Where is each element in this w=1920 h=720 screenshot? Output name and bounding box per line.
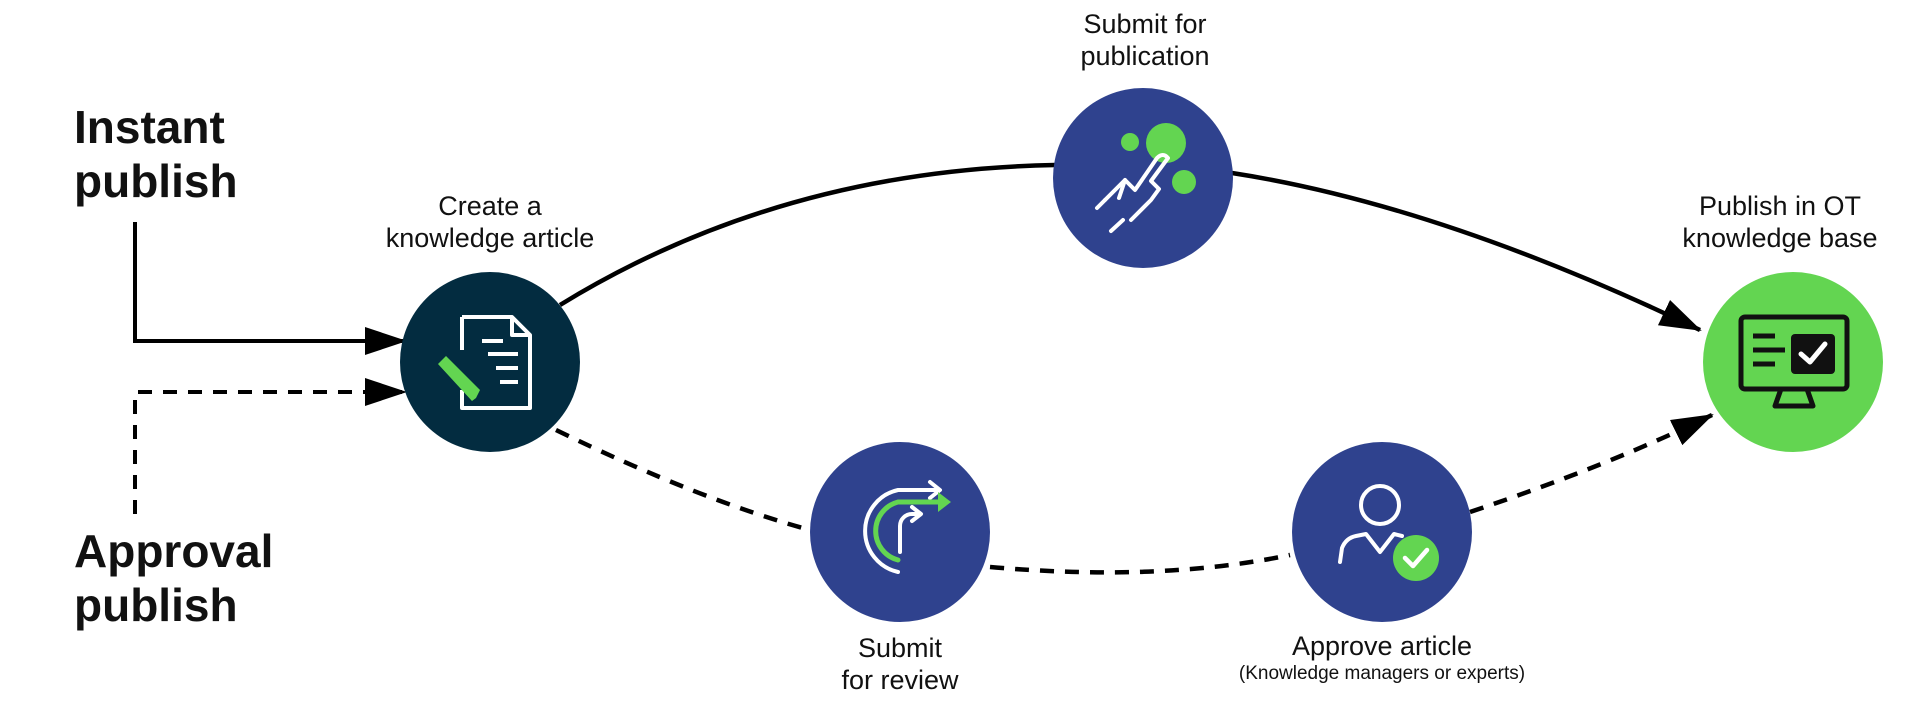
- submit-review-label: Submit for review: [760, 632, 1040, 696]
- publish-line2: knowledge base: [1682, 223, 1878, 253]
- instant-flow-arc: [558, 162, 1056, 307]
- publish-line1: Publish in OT: [1698, 191, 1862, 221]
- approval-flow-arc-1: [555, 427, 811, 533]
- approve-article-label: Approve article (Knowledge managers or e…: [1180, 630, 1584, 686]
- approval-flow-arc-2: [989, 552, 1291, 575]
- approval-publish-label: Approval publish: [74, 524, 273, 632]
- monitor-check-icon: [1738, 314, 1850, 409]
- approve-article-node: [1292, 442, 1472, 622]
- submit-publication-line2: publication: [1080, 41, 1210, 71]
- instant-flow-arc-to-publish: [1231, 170, 1702, 333]
- publish-node: [1703, 272, 1883, 452]
- approval-flow-arc-3: [1469, 412, 1714, 515]
- redo-arrow-icon: [863, 480, 951, 574]
- hand-tap-icon: [1095, 123, 1196, 233]
- approval-publish-line2: publish: [74, 579, 238, 631]
- approve-article-line1: Approve article: [1291, 631, 1473, 661]
- approval-publish-line1: Approval: [74, 525, 274, 577]
- submit-review-line2: for review: [841, 665, 959, 695]
- submit-publication-line1: Submit for: [1083, 9, 1207, 39]
- create-article-line2: knowledge article: [385, 223, 595, 253]
- document-edit-icon: [438, 315, 532, 410]
- submit-review-node: [810, 442, 990, 622]
- submit-publication-label: Submit for publication: [1000, 8, 1290, 72]
- approval-publish-connector: [133, 378, 407, 514]
- instant-publish-connector: [133, 222, 407, 355]
- user-check-icon: [1338, 484, 1439, 581]
- create-article-line1: Create a: [438, 191, 542, 221]
- submit-review-line1: Submit: [857, 633, 943, 663]
- instant-publish-label: Instant publish: [74, 100, 238, 208]
- instant-publish-line1: Instant: [74, 101, 225, 153]
- create-article-node: [400, 272, 580, 452]
- publish-label: Publish in OT knowledge base: [1640, 190, 1920, 254]
- submit-publication-node: [1053, 88, 1233, 268]
- approve-article-note: (Knowledge managers or experts): [1238, 663, 1526, 684]
- create-article-label: Create a knowledge article: [340, 190, 640, 254]
- instant-publish-line2: publish: [74, 155, 238, 207]
